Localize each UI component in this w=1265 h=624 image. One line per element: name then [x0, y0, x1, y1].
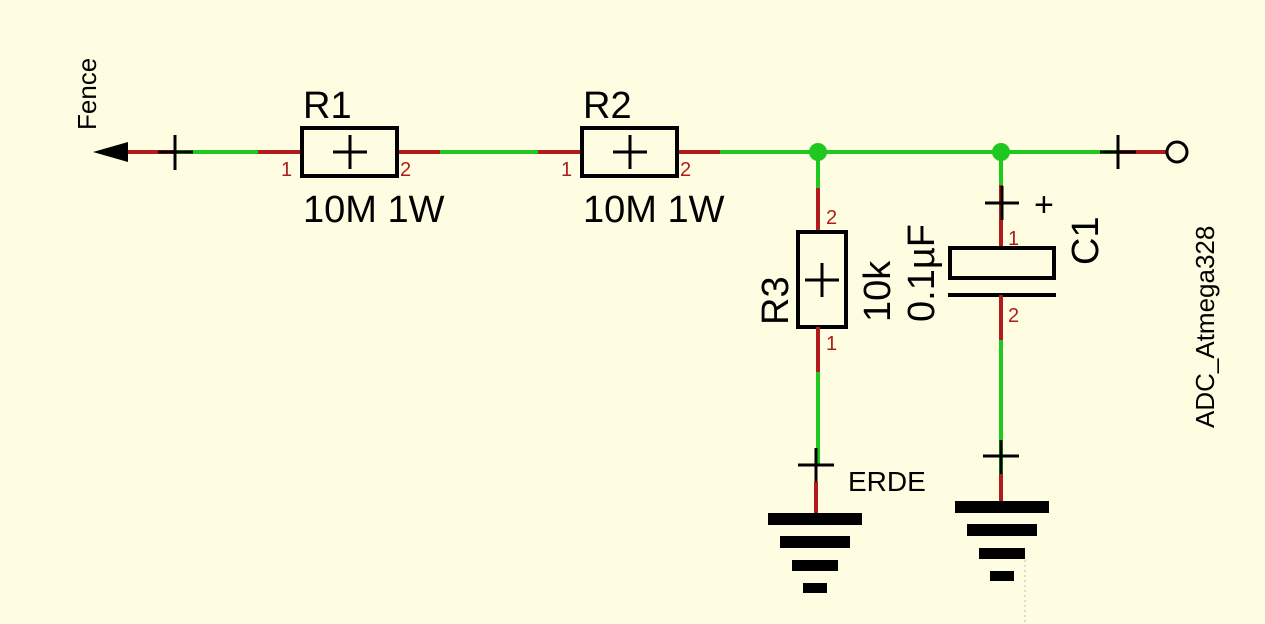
ground-erde[interactable]: ERDE: [768, 448, 926, 593]
port-circle-icon: [1165, 140, 1189, 164]
r1-pin1-number: 1: [281, 159, 292, 181]
r3-body: [796, 230, 848, 329]
fence-port[interactable]: Fence: [72, 58, 193, 170]
r3-pin2-number: 2: [826, 207, 837, 229]
resistor-r2[interactable]: R2 10M 1W 1 2: [561, 85, 725, 231]
r1-name: R1: [303, 85, 352, 127]
r3-value: 10k: [857, 260, 899, 322]
r2-body: [580, 126, 679, 178]
ground-label: ERDE: [848, 466, 926, 497]
r2-pin1-number: 1: [561, 159, 572, 181]
c1-name: C1: [1065, 216, 1107, 265]
r3-pin1-number: 1: [826, 333, 837, 355]
fence-label: Fence: [72, 58, 102, 130]
adc-label: ADC_Atmega328: [1190, 226, 1220, 428]
r1-pin2-number: 2: [400, 159, 411, 181]
r1-value: 10M 1W: [303, 189, 445, 231]
c1-pin2-number: 2: [1008, 305, 1019, 327]
c1-polarity-plus: +: [1034, 186, 1054, 224]
ground-c1-symbol-icon: [955, 501, 1049, 513]
c1-plate-positive: [948, 246, 1056, 280]
r1-body: [300, 126, 399, 178]
c1-pin1-number: 1: [1008, 228, 1019, 250]
ground-c1[interactable]: [955, 440, 1049, 581]
r3-name: R3: [755, 276, 797, 325]
resistor-r1[interactable]: R1 10M 1W 1 2: [281, 85, 445, 231]
resistor-r3[interactable]: R3 10k 2 1: [755, 152, 899, 465]
adc-port[interactable]: ADC_Atmega328: [1100, 135, 1220, 428]
ground-symbol-icon: [768, 513, 862, 525]
r2-value: 10M 1W: [583, 189, 725, 231]
r2-pin2-number: 2: [680, 159, 691, 181]
r2-name: R2: [583, 85, 632, 127]
port-arrow-icon: [93, 142, 128, 162]
c1-value: 0.1µF: [901, 224, 943, 322]
